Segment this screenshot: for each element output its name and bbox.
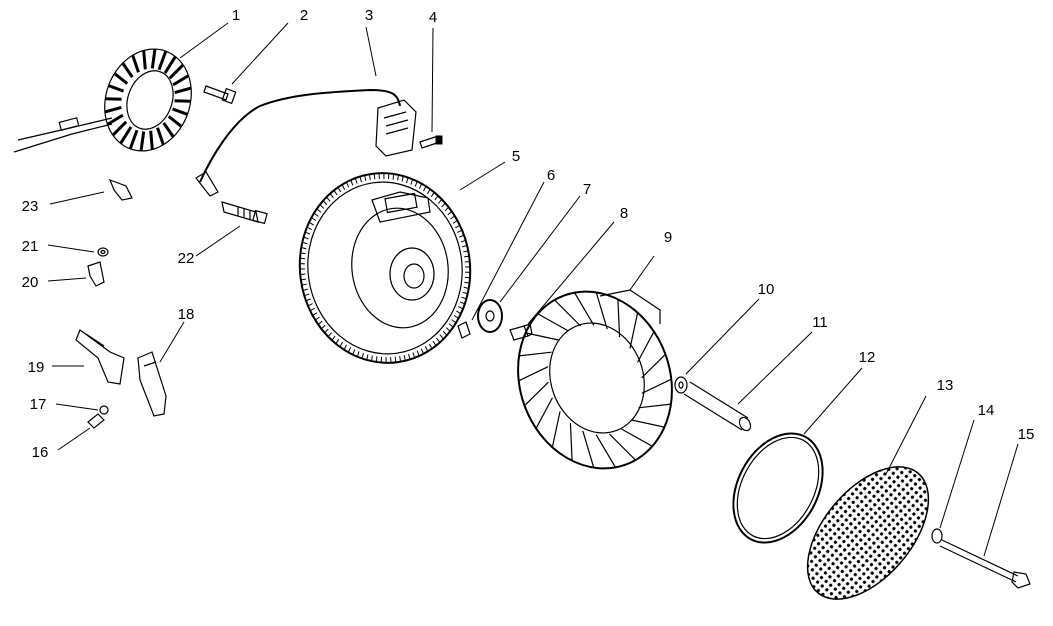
module-screw-part [419, 135, 443, 149]
callout-1: 1 [232, 7, 240, 24]
callout-9: 9 [664, 229, 672, 246]
nut-17-part [99, 405, 109, 415]
callout-19: 19 [28, 359, 45, 376]
callout-11: 11 [812, 314, 828, 331]
bracket-20-part [87, 261, 105, 287]
callout-17: 17 [30, 396, 47, 413]
gasket-ring-part [732, 432, 824, 544]
callout-20: 20 [22, 274, 39, 291]
callout-4: 4 [429, 9, 437, 26]
callout-15: 15 [1018, 426, 1035, 443]
callout-2: 2 [300, 7, 308, 24]
bolt-8-part [509, 323, 533, 341]
leader-lines [47, 22, 1019, 557]
fan-part [517, 289, 673, 470]
stator-part [13, 48, 192, 153]
callout-10: 10 [758, 281, 775, 298]
washer-7-part [477, 299, 503, 333]
callout-22: 22 [178, 250, 195, 267]
callout-14: 14 [978, 402, 995, 419]
callout-7: 7 [583, 181, 591, 198]
screw-16-part [87, 413, 105, 429]
key-part [457, 321, 471, 339]
ignition-module-part [195, 88, 417, 197]
flywheel-part [298, 172, 472, 364]
callout-16: 16 [32, 444, 49, 461]
bracket-18-part [137, 351, 167, 417]
clip-23-part [108, 178, 133, 201]
stator-screw-part [203, 85, 237, 105]
grass-screen-part [806, 466, 930, 600]
callout-13: 13 [937, 377, 954, 394]
spark-plug-part [221, 201, 268, 225]
washer-21-part [97, 247, 109, 257]
callout-18: 18 [178, 306, 195, 323]
callout-5: 5 [512, 148, 520, 165]
callout-21: 21 [22, 238, 39, 255]
callout-23: 23 [22, 198, 39, 215]
callout-3: 3 [365, 7, 373, 24]
callout-8: 8 [620, 205, 628, 222]
washer-14-part [931, 528, 943, 544]
bolt-15-part [939, 539, 1031, 589]
lever-19-part [75, 329, 125, 385]
washer-10-part [674, 376, 688, 394]
callout-6: 6 [547, 167, 555, 184]
sleeve-part [683, 381, 752, 432]
callout-12: 12 [859, 349, 876, 366]
